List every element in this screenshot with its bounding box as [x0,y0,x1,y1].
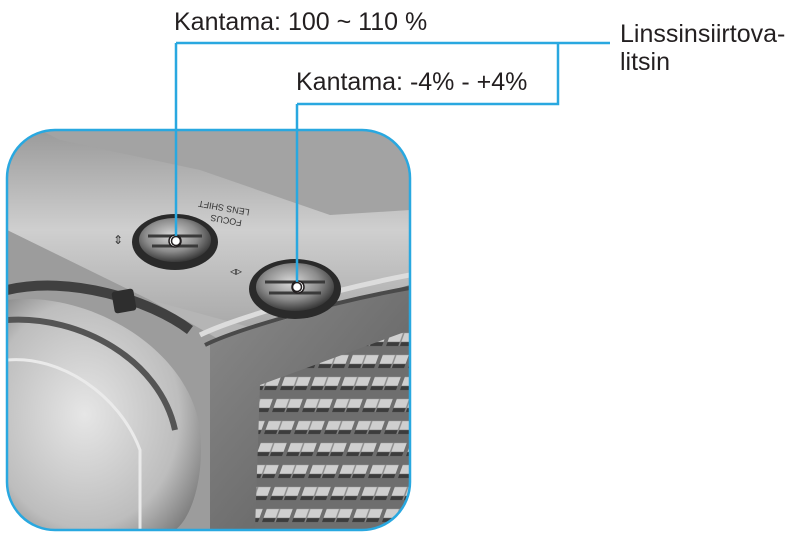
lens-shift-label-line2: litsin [620,48,671,76]
lens [7,298,201,530]
vent-grille [255,330,410,530]
photo-frame [5,128,412,532]
lens-shift-label: Linssinsiirtova- litsin [620,20,785,76]
shift-knob-dot [291,281,303,293]
shift-arrow-icon: ◃▹ [230,264,242,278]
zoom-arrow-icon: ⇕ [113,233,123,247]
projector-photo: FOCUS LENS SHIFT ⇕ ◃▹ [7,130,410,530]
callout-line-bracket [297,43,560,106]
top-ridge [40,130,410,215]
callout-lines [174,41,610,287]
zoom-knob-dot [170,235,182,247]
zoom-range-label: Kantama: 100 ~ 110 % [174,8,428,36]
shift-range-label: Kantama: -4% - +4% [296,68,528,96]
lens-shift-label-line1: Linssinsiirtova- [620,20,786,48]
